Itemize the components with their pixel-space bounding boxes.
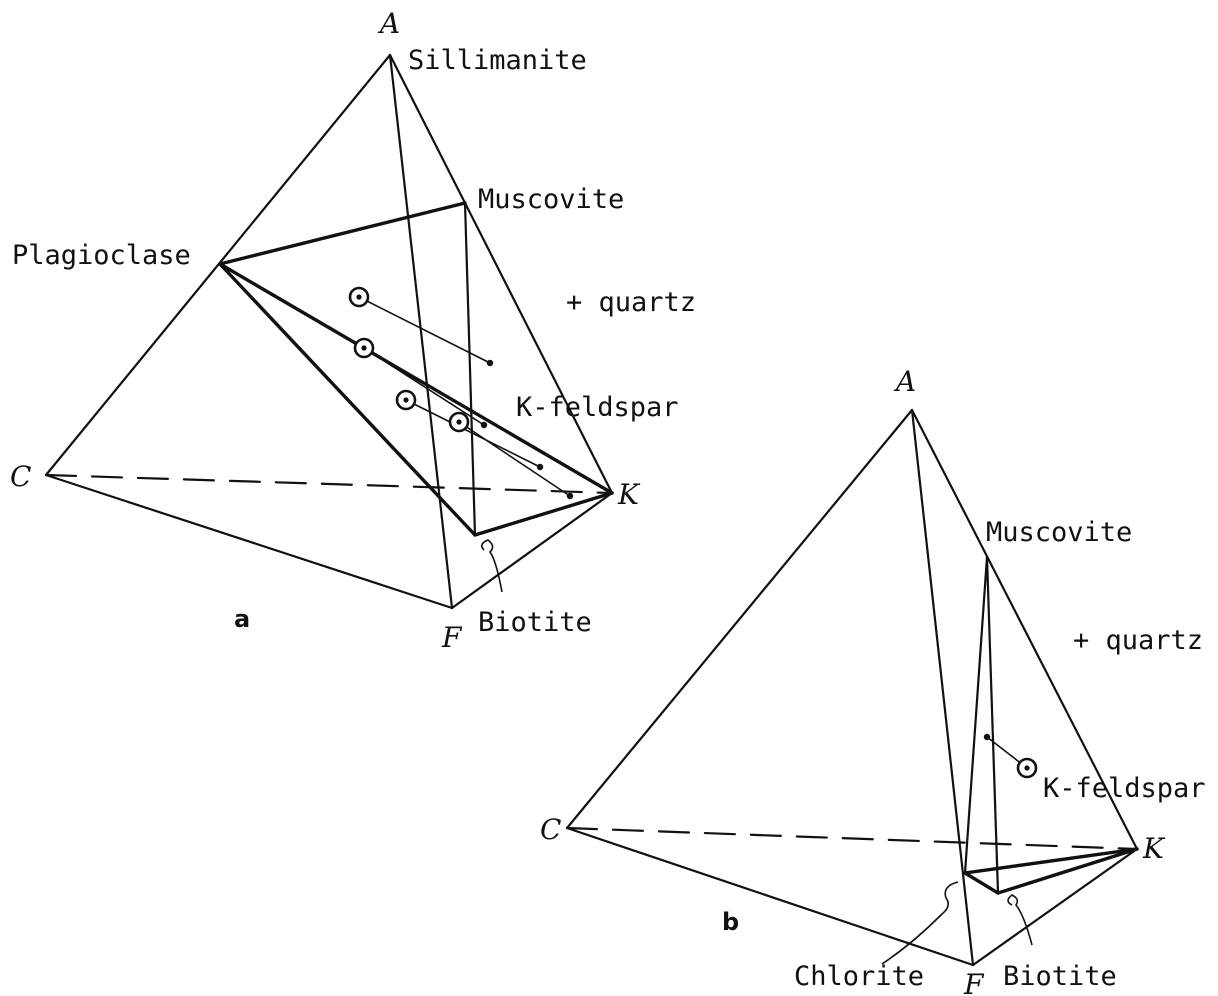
panel-label-b: b — [722, 908, 739, 936]
edge-b-A-C — [565, 408, 914, 830]
point-a-4 — [566, 492, 574, 500]
tie-line-a-1 — [358, 296, 491, 364]
biotite-leader-a — [480, 539, 503, 593]
vertex-b-F: F — [963, 968, 985, 996]
edge-a-plag-musc — [218, 201, 467, 266]
edge-a-musc-bt — [463, 201, 477, 537]
label-b-biotite: Biotite — [1003, 961, 1117, 992]
edge-a-C-K-hidden — [44, 473, 614, 495]
label-b-chlorite: Chlorite — [794, 961, 924, 992]
label-a-sillimanite: Sillimanite — [408, 45, 587, 76]
bulk-composition-a-1 — [348, 286, 370, 308]
vertex-a-K: K — [617, 478, 641, 511]
bulk-composition-a-3 — [395, 389, 417, 411]
vertex-b-C: C — [540, 813, 561, 846]
vertex-b-A: A — [893, 365, 916, 398]
vertex-b-K: K — [1142, 832, 1166, 865]
tie-line-a-2 — [363, 347, 485, 426]
label-a-plagioclase: Plagioclase — [12, 240, 191, 271]
edge-b-A-F — [910, 408, 975, 967]
point-a-3 — [536, 463, 544, 471]
edge-b-chl-bt — [963, 871, 1000, 895]
tie-line-a-4 — [458, 421, 571, 497]
vertex-a-F: F — [441, 621, 463, 654]
edge-b-bt-kfs — [996, 847, 1139, 895]
biotite-leader-b — [1007, 894, 1033, 946]
label-b-kfeldspar: K-feldspar — [1043, 773, 1206, 804]
edge-b-musc-bt — [985, 555, 1000, 895]
edge-b-C-K-hidden — [565, 826, 1139, 851]
diagram-b: A C F K Muscovite + quartz K-feldspar Ch… — [540, 365, 1206, 996]
point-b-1 — [983, 733, 991, 741]
edge-a-C-F — [44, 473, 454, 610]
edge-b-musc-chl — [963, 555, 989, 875]
point-a-1 — [486, 359, 494, 367]
edge-a-F-K — [450, 491, 614, 610]
edge-a-plag-bt — [218, 262, 477, 537]
edge-a-plag-kfs — [218, 262, 614, 495]
panel-label-a: a — [234, 605, 250, 633]
edge-b-F-K — [971, 847, 1139, 967]
chlorite-leader-b — [881, 881, 959, 965]
edge-a-A-C — [44, 53, 392, 477]
label-a-muscovite: Muscovite — [478, 184, 624, 215]
vertex-a-A: A — [377, 7, 400, 40]
edge-b-A-K — [910, 408, 1139, 851]
vertex-a-C: C — [10, 460, 31, 493]
edge-b-chl-kfs — [963, 847, 1139, 875]
label-a-kfeldspar: K-feldspar — [516, 392, 679, 423]
bulk-composition-b-1 — [1016, 757, 1038, 779]
label-b-quartz: + quartz — [1073, 625, 1203, 656]
edge-a-A-F — [388, 53, 454, 610]
bulk-composition-a-4 — [448, 411, 470, 433]
diagram-a: A C F K Sillimanite Muscovite Plagioclas… — [10, 7, 696, 654]
bulk-composition-a-2 — [353, 337, 375, 359]
edge-a-bt-kfs — [473, 491, 614, 537]
label-a-biotite: Biotite — [478, 607, 592, 638]
point-a-2 — [480, 421, 488, 429]
edge-a-A-K — [388, 53, 614, 495]
edge-b-C-F — [565, 826, 975, 967]
tie-line-a-3 — [405, 399, 541, 468]
label-b-muscovite: Muscovite — [986, 517, 1132, 548]
label-a-quartz: + quartz — [566, 287, 696, 318]
